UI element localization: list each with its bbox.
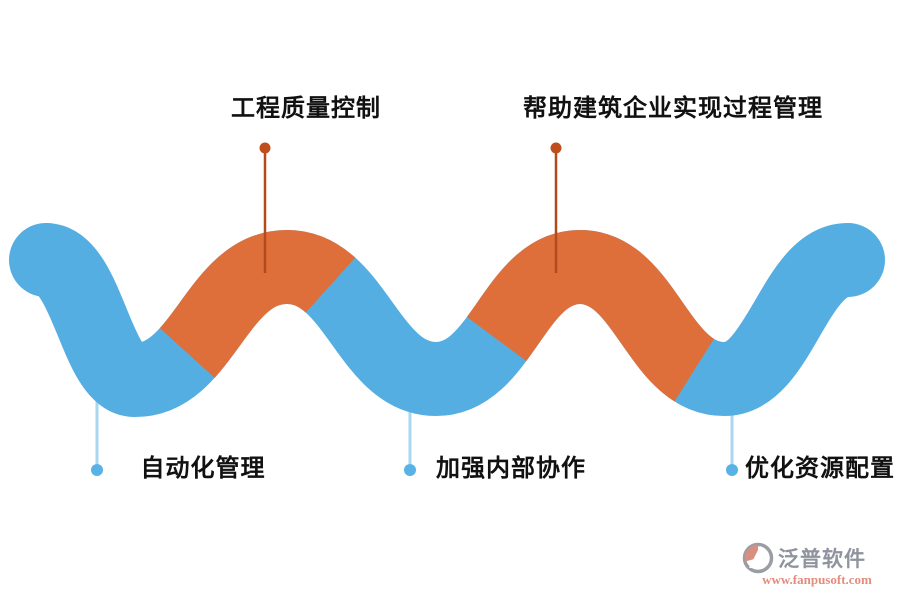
callout-dot-automation [91,464,103,476]
brand-watermark: 泛普软件 www.fanpusoft.com [742,542,892,594]
fanpu-swirl-icon [742,542,774,574]
bottom-label-automation: 自动化管理 [140,455,266,482]
callout-dot-quality [259,142,271,154]
top-label-quality-control: 工程质量控制 [231,95,381,122]
brand-name: 泛普软件 [778,548,866,571]
callout-dot-process [550,142,562,154]
callout-dot-resources [726,464,738,476]
bottom-label-collaboration: 加强内部协作 [436,455,586,482]
top-label-process-management: 帮助建筑企业实现过程管理 [523,95,823,122]
brand-url: www.fanpusoft.com [762,572,872,587]
callout-dot-collaboration [404,464,416,476]
wave-ribbon-blue [9,223,885,418]
bottom-label-resource-allocation: 优化资源配置 [745,455,895,482]
